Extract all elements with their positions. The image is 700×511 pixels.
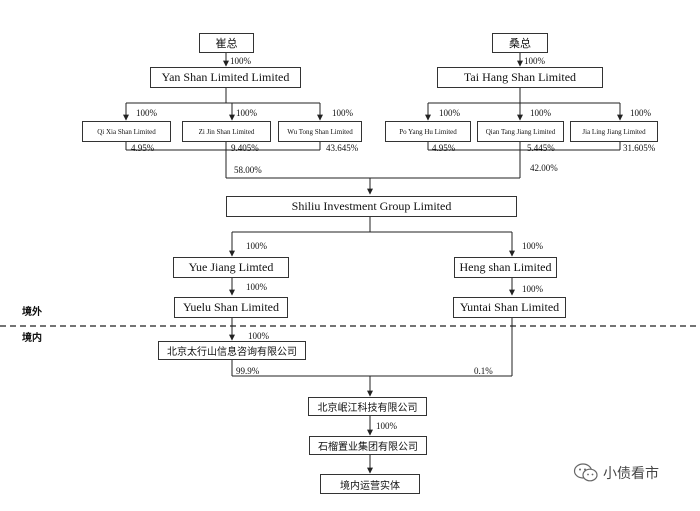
pct-tai-qiantang: 100% [530, 108, 551, 118]
entity-yuelu: Yuelu Shan Limited [174, 297, 288, 318]
entity-taihangshan-bj: 北京太行山信息咨询有限公司 [158, 341, 306, 360]
entity-wu-tong: Wu Tong Shan Limited [278, 121, 362, 142]
region-onshore: 境内 [22, 333, 42, 344]
pct-shiliu-hengshan: 100% [522, 241, 543, 251]
pct-right-total: 42.00% [530, 163, 558, 173]
entity-shiliu: Shiliu Investment Group Limited [226, 196, 517, 217]
region-offshore: 境外 [22, 307, 42, 318]
entity-yan-shan: Yan Shan Limited Limited [150, 67, 301, 88]
entity-tai-hang: Tai Hang Shan Limited [437, 67, 603, 88]
pct-qiantang: 5.445% [527, 143, 555, 153]
pct-qixia: 4.95% [131, 143, 155, 153]
entity-shiliu-zhiye: 石榴置业集团有限公司 [309, 436, 427, 455]
person-cui: 崔总 [199, 33, 254, 53]
watermark-text: 小债看市 [603, 466, 659, 482]
entity-qi-xia: Qi Xia Shan Limited [82, 121, 171, 142]
entity-heng-shan: Heng shan Limited [454, 257, 557, 278]
pct-shiliu-yuejiang: 100% [246, 241, 267, 251]
entity-domestic-operating: 境内运营实体 [320, 474, 420, 494]
pct-sang-tai: 100% [524, 56, 545, 66]
entity-yue-jiang: Yue Jiang Limted [173, 257, 289, 278]
entity-yuntai: Yuntai Shan Limited [453, 297, 566, 318]
pct-yuelu-bj: 100% [248, 331, 269, 341]
person-sang: 桑总 [492, 33, 548, 53]
wechat-icon [573, 463, 598, 482]
pct-jialing: 31.605% [623, 143, 656, 153]
watermark: 小债看市 [573, 462, 659, 484]
pct-wutong: 43.645% [326, 143, 359, 153]
entity-zi-jin: Zi Jin Shan Limited [182, 121, 271, 142]
entity-po-yang: Po Yang Hu Limited [385, 121, 471, 142]
pct-tai-poyang: 100% [439, 108, 460, 118]
pct-yan-wutong: 100% [332, 108, 353, 118]
pct-minjiang-shiliuzhiye: 100% [376, 421, 397, 431]
pct-bj-minjiang: 99.9% [236, 366, 260, 376]
pct-left-total: 58.00% [234, 165, 262, 175]
pct-tai-jialing: 100% [630, 108, 651, 118]
pct-hengshan-yuntai: 100% [522, 284, 543, 294]
pct-yan-zijin: 100% [236, 108, 257, 118]
entity-minjiang-bj: 北京岷江科技有限公司 [308, 397, 427, 416]
pct-yuejiang-yuelu: 100% [246, 282, 267, 292]
pct-poyang: 4.95% [432, 143, 456, 153]
entity-jia-ling: Jia Ling Jiang Limited [570, 121, 658, 142]
pct-zijin: 9.405% [231, 143, 259, 153]
entity-qian-tang: Qian Tang Jiang Limited [477, 121, 564, 142]
pct-yan-qixia: 100% [136, 108, 157, 118]
pct-cui-yan: 100% [230, 56, 251, 66]
pct-yuntai-minjiang: 0.1% [474, 366, 493, 376]
